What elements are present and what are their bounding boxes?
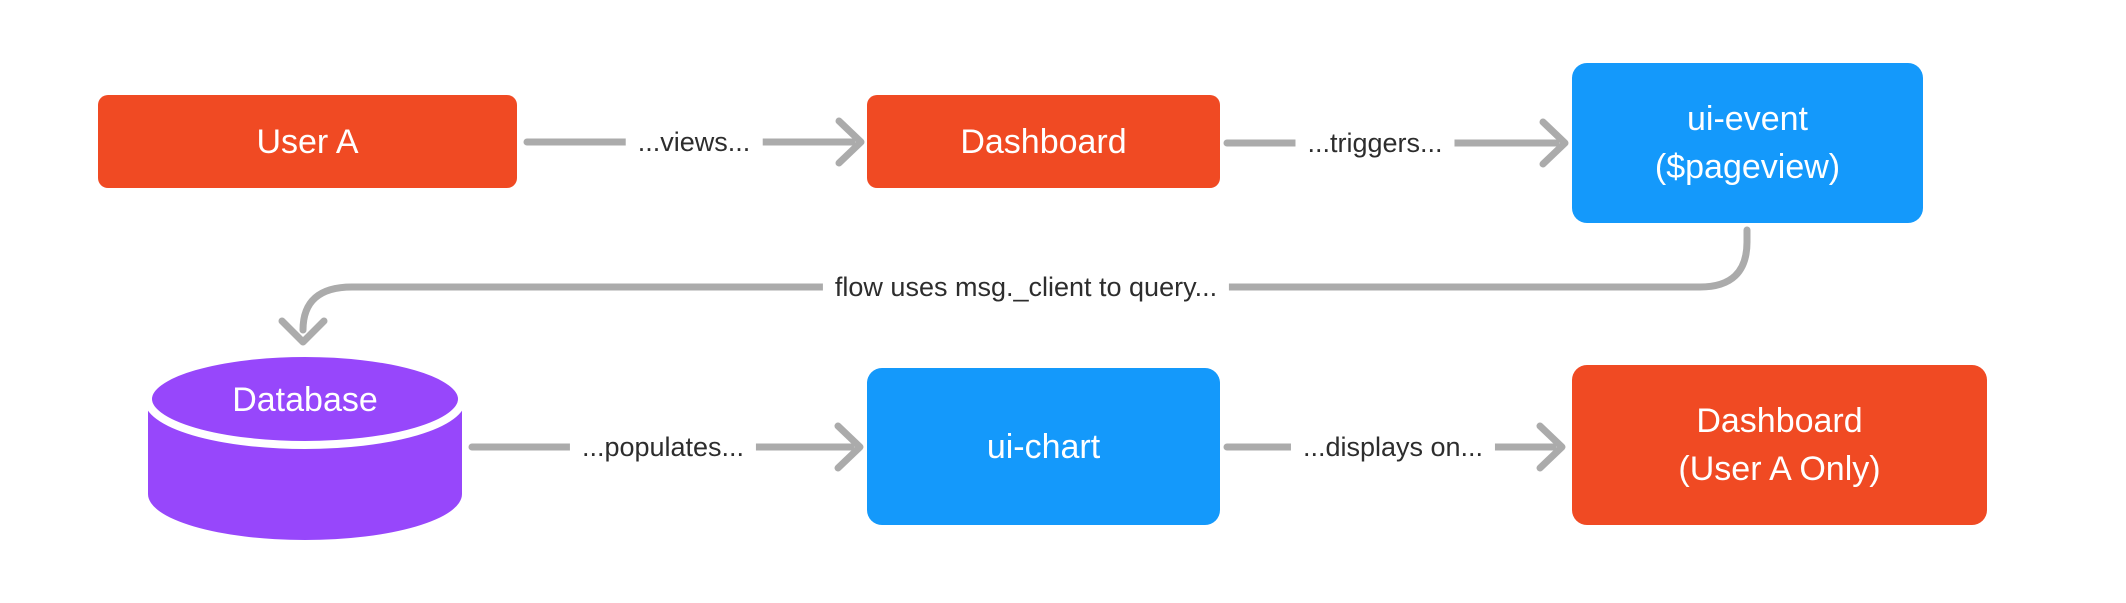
node-dashboard: Dashboard	[867, 95, 1220, 188]
edge-label-query: flow uses msg._client to query...	[822, 269, 1230, 305]
node-ui-chart: ui-chart	[867, 368, 1220, 525]
edge-label-triggers: ...triggers...	[1295, 125, 1455, 161]
edge-views-arrowhead-icon	[835, 117, 865, 167]
node-ui-event: ui-event ($pageview)	[1572, 63, 1923, 223]
cylinder-top	[144, 349, 466, 449]
node-database: Database	[148, 355, 462, 445]
edge-query-line	[299, 226, 1751, 334]
edge-label-displays-on: ...displays on...	[1290, 429, 1496, 465]
edge-displays-arrowhead-icon	[1536, 422, 1566, 472]
edge-label-populates: ...populates...	[569, 429, 757, 465]
node-dashboard-user-a-only-label-line1: Dashboard	[1696, 402, 1863, 440]
node-dashboard-label: Dashboard	[960, 122, 1127, 161]
node-dashboard-user-a-only: Dashboard (User A Only)	[1572, 365, 1987, 525]
node-database-label: Database	[232, 380, 378, 419]
cylinder-body	[148, 399, 462, 540]
node-database-cylinder-icon	[144, 349, 466, 540]
edge-label-views: ...views...	[625, 124, 763, 160]
node-ui-chart-label: ui-chart	[986, 427, 1101, 466]
edge-query-arrowhead-icon	[278, 317, 328, 346]
node-ui-event-label-line1: ui-event	[1687, 100, 1808, 138]
node-dashboard-user-a-only-label-line2: (User A Only)	[1678, 450, 1881, 488]
node-user-a: User A	[98, 95, 517, 188]
node-ui-event-label-line2: ($pageview)	[1654, 148, 1841, 186]
node-user-a-label: User A	[256, 122, 359, 161]
edge-triggers-arrowhead-icon	[1539, 118, 1569, 168]
edge-populates-arrowhead-icon	[834, 422, 864, 472]
